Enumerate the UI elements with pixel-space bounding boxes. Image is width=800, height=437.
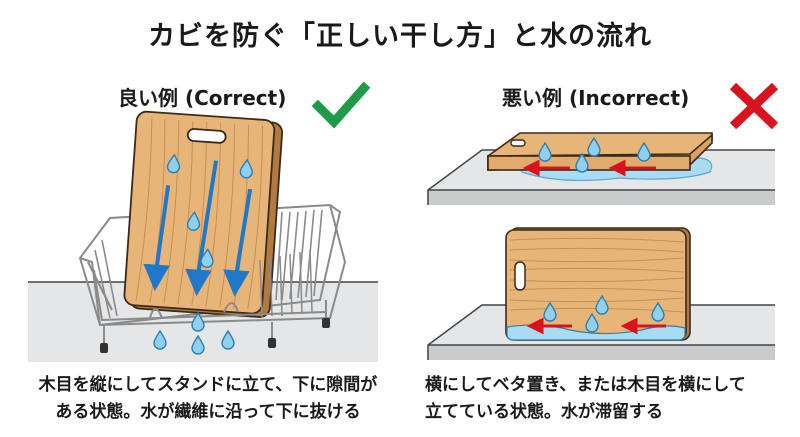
caption-line: 立てている状態。水が滞留する	[425, 402, 663, 422]
caption-line: 横にしてベタ置き、または木目を横にして	[425, 375, 746, 395]
dish-rack-front	[79, 204, 347, 345]
correct-example-caption: 木目を縦にしてスタンドに立て、下に隙間が ある状態。水が繊維に沿って下に抜ける	[18, 372, 398, 426]
incorrect-example-caption: 横にしてベタ置き、または木目を横にして 立てている状態。水が滞留する	[425, 372, 795, 426]
caption-line: 木目を縦にしてスタンドに立て、下に隙間が	[38, 375, 378, 395]
check-icon	[311, 81, 371, 129]
cutting-board-flat	[487, 132, 713, 177]
correct-example-label: 良い例 (Correct)	[118, 86, 287, 110]
cutting-board-horizontal-grain	[505, 227, 691, 341]
cutting-board-vertical	[123, 110, 284, 318]
rack-foot	[268, 338, 276, 348]
incorrect-example-label: 悪い例 (Incorrect)	[502, 86, 690, 110]
caption-line: ある状態。水が繊維に沿って下に抜ける	[55, 402, 361, 422]
page-title: カビを防ぐ「正しい干し方」と水の流れ	[148, 21, 652, 52]
cross-icon	[729, 82, 779, 130]
rack-foot	[322, 318, 330, 328]
rack-foot	[100, 343, 108, 353]
